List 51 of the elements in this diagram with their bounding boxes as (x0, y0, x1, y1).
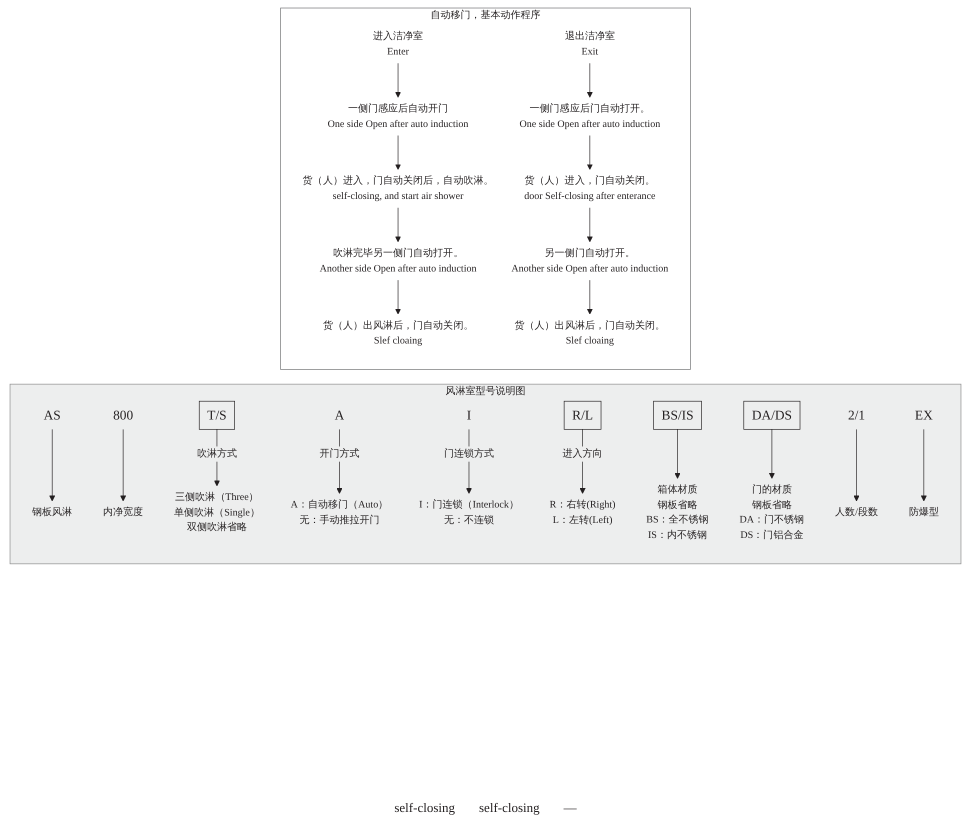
node-text: 另一侧门自动打开。 Another side Open after auto induction (511, 248, 668, 274)
arrow (586, 207, 593, 242)
node-text: I：门连锁（Interlock） 无：不连锁 (419, 500, 519, 526)
node-text: 货（人）出风淋后，门自动关闭。 Slef cloaing (322, 320, 474, 346)
arrow (395, 280, 401, 314)
node-text: 吹淋完毕另一侧门自动打开。 Another side Open after auto induction (320, 248, 477, 274)
node-box: R/L (564, 400, 602, 430)
node-text: 货（人）进入，门自动关闭。 door Self-closing after enterance (524, 176, 656, 202)
arrow (395, 207, 401, 242)
node-text: 内净宽度 (103, 507, 144, 518)
arrow (920, 428, 927, 502)
arrow (49, 428, 56, 502)
node-text: 退出洁净室 Exit (564, 31, 615, 57)
edge-label: 进入方向 (562, 448, 603, 460)
edge-label: 开门方式 (319, 448, 360, 460)
node-text: R：右转(Right) L：左转(Left) (550, 500, 616, 526)
node-text: 箱体材质 钢板省略 BS：全不锈钢 IS：内不锈钢 (646, 484, 709, 540)
arrow (674, 428, 680, 479)
edge-label: 吹淋方式 (196, 448, 238, 460)
arrow (120, 428, 126, 502)
node-text: 门的材质 钢板省略 DA：门不锈钢 DS：门铝合金 (740, 484, 804, 540)
node-box: T/S (198, 400, 235, 430)
arrow (395, 62, 401, 98)
separator-dash: — (564, 800, 577, 816)
arrow (586, 135, 593, 170)
annotation-text: self-closing (394, 800, 455, 816)
node-text: 进入洁净室 Enter (372, 31, 424, 57)
node-box: BS/IS (653, 400, 702, 430)
arrow (395, 135, 401, 170)
node-text: 货（人）进入，门自动关闭后，自动吹淋。 self-closing, and start air shower (302, 176, 494, 202)
node-text: A (334, 408, 344, 423)
node-text: 钢板风淋 (32, 507, 72, 518)
node-text: A：自动移门（Auto） 无：手动推拉开门 (290, 500, 388, 526)
node-text: 防爆型 (908, 507, 939, 518)
arrow (586, 62, 593, 98)
node-box: DA/DS (743, 400, 800, 430)
arrow (586, 280, 593, 314)
edge-label: 门连锁方式 (444, 448, 494, 460)
node-text: EX (914, 408, 933, 423)
arrow (854, 428, 860, 502)
node-text: 人数/段数 (835, 507, 878, 518)
node-text: 2/1 (848, 408, 866, 423)
node-text: I (466, 408, 472, 423)
node-text: 一侧门感应后门自动打开。 One side Open after auto induction (519, 103, 660, 130)
node-text: 货（人）出风淋后，门自动关闭。 Slef cloaing (514, 320, 666, 346)
node-text: AS (44, 408, 61, 423)
annotation-text: self-closing (479, 800, 540, 816)
node-text: 三侧吹淋（Three） 单侧吹淋（Single） 双侧吹淋省略 (174, 492, 260, 533)
node-text: 一侧门感应后自动开门 One side Open after auto induction (328, 103, 468, 130)
node-text: 800 (113, 408, 134, 423)
arrow (768, 428, 775, 479)
